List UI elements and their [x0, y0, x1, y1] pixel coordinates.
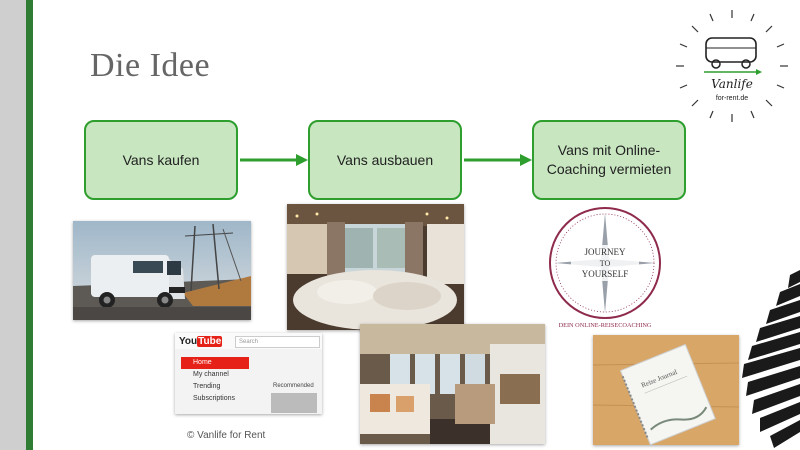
menu-item-subscriptions: Subscriptions	[193, 395, 236, 402]
journey-line-2: TO	[600, 259, 611, 268]
youtube-logo: YouTube	[179, 336, 223, 347]
journey-line-3: YOURSELF	[582, 269, 629, 279]
step-buy-vans[interactable]: Vans kaufen	[84, 120, 238, 200]
youtube-screen-photo: YouTube Search Home My channel Trending …	[175, 333, 322, 414]
journey-line-1: JOURNEY	[584, 247, 626, 257]
vanlife-logo: Vanlife for-rent.de	[676, 10, 788, 122]
step-build-vans[interactable]: Vans ausbauen	[308, 120, 462, 200]
bus-interior-photo	[360, 324, 545, 444]
vanlife-logo-domain: for-rent.de	[716, 95, 748, 102]
arrow-right-icon	[240, 154, 308, 166]
step-rent-vans[interactable]: Vans mit Online-Coaching vermieten	[532, 120, 686, 200]
slide-title: Die Idee	[90, 47, 211, 84]
step-label: Vans ausbauen	[336, 151, 434, 168]
arrow-right-icon	[464, 154, 532, 166]
journey-caption: DEIN ONLINE-REISECOACHING	[559, 322, 652, 329]
tire-tracks-decoration	[742, 270, 800, 448]
step-label: Vans mit Online-Coaching vermieten	[546, 142, 672, 177]
recommended-label: Recommended	[273, 383, 314, 389]
search-input: Search	[235, 336, 320, 348]
menu-item-home: Home	[181, 357, 249, 369]
vanlife-logo-name: Vanlife	[711, 77, 753, 91]
step-label: Vans kaufen	[122, 151, 200, 168]
journey-to-yourself-logo: JOURNEY TO YOURSELF DEIN ONLINE-REISECOA…	[549, 207, 661, 329]
menu-item-trending: Trending	[193, 383, 221, 390]
left-grey-bar	[0, 0, 26, 450]
footer-copyright: © Vanlife for Rent	[187, 430, 266, 441]
left-green-bar	[26, 0, 33, 450]
notebook-photo: Reise Journal	[593, 335, 739, 445]
menu-item-channel: My channel	[193, 371, 229, 378]
van-photo	[73, 221, 251, 320]
van-interior-photo	[287, 204, 464, 330]
